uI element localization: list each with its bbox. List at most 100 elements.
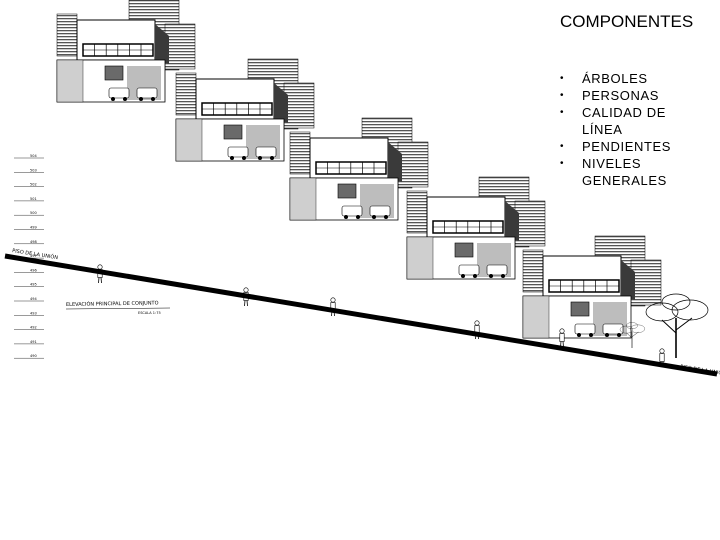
house (56, 0, 196, 103)
tree-canopy (626, 322, 638, 329)
ground-window (337, 183, 357, 199)
car-wheel (151, 97, 155, 101)
houses-group (56, 0, 662, 339)
level-mark-label: 500 (30, 211, 37, 215)
level-mark-label: 491 (30, 340, 37, 344)
car-wheel (372, 215, 376, 219)
ground-window (454, 242, 474, 258)
house (175, 58, 315, 162)
drawing-caption: ELEVACIÓN PRINCIPAL DE CONJUNTO ESCALA 1… (66, 299, 171, 315)
car (136, 87, 158, 99)
person-head (474, 320, 480, 326)
left-wall-hatched (522, 249, 544, 293)
level-mark-label: 496 (30, 268, 37, 272)
car-wheel (489, 274, 493, 278)
car-wheel (111, 97, 115, 101)
car-wheel (123, 97, 127, 101)
house (289, 117, 429, 221)
tree-branch (661, 319, 677, 334)
person-body (559, 333, 565, 342)
person-leg (100, 277, 102, 284)
tree-canopy (645, 302, 679, 322)
right-wall-hatched (397, 141, 429, 188)
tree-branch (626, 332, 633, 339)
level-mark-label: 494 (30, 297, 37, 301)
car-wheel (270, 156, 274, 160)
component-item: CALIDAD DE LÍNEA (560, 104, 702, 138)
ground-side-panel (56, 59, 84, 103)
person-head (659, 348, 665, 354)
shadow-overhang (505, 201, 519, 241)
ground-window (104, 65, 124, 81)
car (108, 87, 130, 99)
person (559, 328, 565, 348)
car-wheel (473, 274, 477, 278)
component-item: PENDIENTES (560, 138, 702, 155)
component-item: NIVELES GENERALES (560, 155, 702, 189)
ground-window (570, 301, 590, 317)
tree-right (645, 293, 709, 358)
level-mark-label: 495 (30, 283, 37, 287)
person-head (243, 287, 249, 293)
caption-title: ELEVACIÓN PRINCIPAL DE CONJUNTO (66, 299, 159, 308)
level-mark-label: 492 (30, 326, 37, 330)
left-wall-hatched (289, 131, 311, 175)
car-wheel (461, 274, 465, 278)
ground-side-panel (522, 295, 550, 339)
right-wall-hatched (630, 259, 662, 306)
car (458, 264, 480, 276)
car-wheel (242, 156, 246, 160)
left-wall-hatched (56, 13, 78, 57)
car (486, 264, 508, 276)
component-item: ÁRBOLES (560, 70, 702, 87)
person-body (659, 353, 665, 362)
car-wheel (589, 333, 593, 337)
tree-canopy (661, 293, 691, 311)
person-head (559, 328, 565, 334)
level-mark-label: 503 (30, 168, 37, 172)
level-mark-label: 498 (30, 240, 37, 244)
ground-window (223, 124, 243, 140)
level-mark-label: 493 (30, 311, 37, 315)
house (522, 235, 662, 339)
person-leg (244, 300, 246, 307)
ground-side-panel (175, 118, 203, 162)
left-wall-hatched (175, 72, 197, 116)
right-wall-hatched (164, 23, 196, 70)
car (574, 323, 596, 335)
car-wheel (501, 274, 505, 278)
person-head (97, 264, 103, 270)
car-wheel (139, 97, 143, 101)
ground-slope-line (4, 253, 718, 377)
ground-side-panel (289, 177, 317, 221)
level-mark-label: 497 (30, 254, 37, 258)
shadow-overhang (274, 83, 288, 123)
car-wheel (230, 156, 234, 160)
car-wheel (384, 215, 388, 219)
level-mark-label: 490 (30, 354, 37, 358)
shadow-overhang (621, 260, 635, 300)
caption-scale: ESCALA 1:75 (138, 311, 161, 315)
car (602, 323, 624, 335)
car (369, 205, 391, 217)
car-wheel (617, 333, 621, 337)
component-item: PERSONAS (560, 87, 702, 104)
car-wheel (605, 333, 609, 337)
shadow-overhang (388, 142, 402, 182)
person-leg (98, 277, 100, 284)
car (255, 146, 277, 158)
level-mark-label: 502 (30, 183, 37, 187)
ground-label-right: PISO DE LA UNIÓN (680, 363, 720, 377)
level-mark-label: 504 (30, 154, 37, 158)
car-wheel (356, 215, 360, 219)
person (330, 297, 336, 317)
car-wheel (344, 215, 348, 219)
car (341, 205, 363, 217)
car-wheel (577, 333, 581, 337)
shadow-overhang (155, 24, 169, 64)
right-wall-hatched (514, 200, 546, 247)
right-wall-hatched (283, 82, 315, 129)
level-mark-label: 499 (30, 226, 37, 230)
components-list: ÁRBOLES PERSONAS CALIDAD DE LÍNEA PENDIE… (560, 70, 702, 189)
